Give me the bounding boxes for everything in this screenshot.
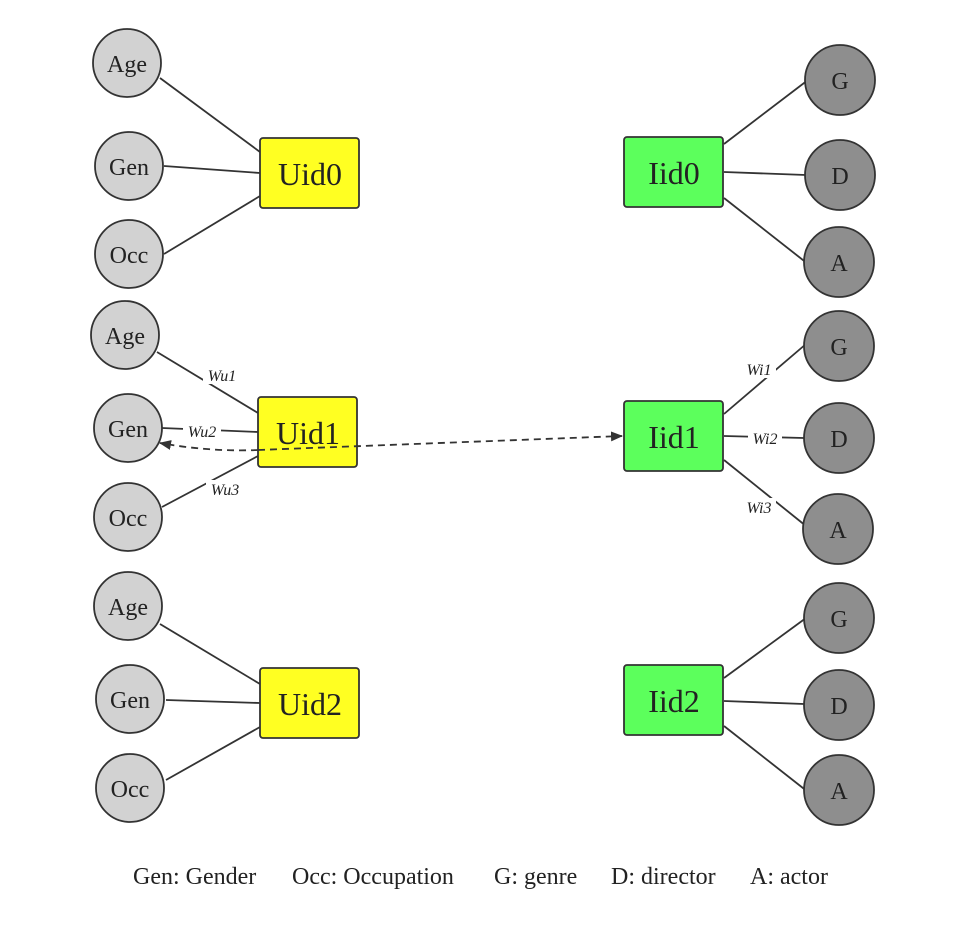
legend-item-director: D: director: [611, 864, 716, 890]
item-attr-label-g: G: [830, 607, 847, 633]
user-attr-label-gen: Gen: [108, 417, 148, 443]
edge-iid1-g: [723, 343, 807, 415]
weight-label-wu1: Wu1: [208, 368, 236, 385]
legend-item-actor: A: actor: [750, 864, 828, 890]
dashed-arrow-to-iid1: [257, 431, 623, 451]
user-attr-node-gen: [93, 393, 163, 463]
user-attr-node-gen: [95, 664, 165, 734]
user-attr-label-gen: Gen: [110, 688, 150, 714]
edge-iid2-a: [723, 725, 809, 793]
edge-iid1-a: [723, 459, 807, 527]
item-attr-label-d: D: [830, 694, 847, 720]
weight-bg-wi3: [742, 498, 776, 516]
item-group-2: G D A Iid2: [623, 582, 875, 826]
item-attr-node-g: [803, 310, 875, 382]
item-attr-label-g: G: [830, 335, 847, 361]
user-attr-node-occ: [94, 219, 164, 289]
item-group-1: Wi1 Wi2 Wi3 G D A Iid1: [623, 310, 875, 565]
user-node-label-uid0: Uid0: [278, 156, 342, 192]
user-node-label-uid1: Uid1: [276, 415, 340, 451]
item-attr-node-d: [804, 139, 876, 211]
user-attr-label-age: Age: [107, 52, 147, 78]
user-attr-node-age: [92, 28, 162, 98]
edge-uid0-age: [159, 77, 261, 153]
user-attr-label-occ: Occ: [111, 777, 150, 803]
user-attr-label-age: Age: [108, 595, 148, 621]
item-attr-label-a: A: [830, 251, 848, 277]
item-attr-node-g: [803, 582, 875, 654]
user-attr-label-gen: Gen: [109, 155, 149, 181]
edge-uid2-age: [159, 623, 261, 685]
item-group-0: G D A Iid0: [623, 44, 876, 298]
item-attr-label-a: A: [829, 518, 847, 544]
dashed-arrow-to-gen: [159, 440, 259, 452]
edge-uid2-gen: [165, 699, 261, 704]
item-attr-node-a: [802, 493, 874, 565]
weight-bg-wu1: [203, 366, 241, 384]
weight-bg-wi1: [742, 360, 776, 378]
item-node-label-iid2: Iid2: [648, 683, 700, 719]
item-attr-label-g: G: [831, 69, 848, 95]
user-node-label-uid2: Uid2: [278, 686, 342, 722]
item-attr-node-a: [803, 754, 875, 826]
user-attr-label-occ: Occ: [109, 506, 148, 532]
item-node-label-iid1: Iid1: [648, 419, 700, 455]
user-attr-node-age: [90, 300, 160, 370]
user-attr-node-occ: [95, 753, 165, 823]
user-group-1: Wu1 Wu2 Wu3 Age Gen Occ Uid1: [90, 300, 358, 552]
user-attr-label-occ: Occ: [110, 243, 149, 269]
item-attr-node-g: [804, 44, 876, 116]
edge-iid0-g: [723, 79, 809, 145]
item-node-iid0: [623, 136, 724, 208]
legend-item-genre: G: genre: [494, 864, 577, 890]
weight-label-wi2: Wi2: [753, 431, 778, 448]
item-attr-label-d: D: [830, 427, 847, 453]
edge-uid0-occ: [163, 195, 261, 255]
user-attr-node-occ: [93, 482, 163, 552]
edge-uid0-gen: [163, 165, 261, 174]
item-attr-node-a: [803, 226, 875, 298]
legend: Gen: Gender Occ: Occupation G: genre D: …: [133, 864, 828, 890]
legend-item-occupation: Occ: Occupation: [292, 864, 454, 890]
item-attr-label-d: D: [831, 164, 848, 190]
weight-label-wi1: Wi1: [747, 362, 772, 379]
item-attr-node-d: [803, 669, 875, 741]
item-node-iid2: [623, 664, 724, 736]
item-node-iid1: [623, 400, 724, 472]
item-attr-node-d: [803, 402, 875, 474]
user-node-uid2: [259, 667, 360, 739]
edge-uid2-occ: [165, 726, 261, 781]
edge-iid2-g: [723, 617, 807, 679]
weight-bg-wi2: [748, 429, 782, 447]
edge-iid0-a: [723, 197, 809, 265]
weight-label-wu2: Wu2: [188, 424, 216, 441]
weight-bg-wu2: [183, 422, 221, 440]
user-attr-node-age: [93, 571, 163, 641]
edge-iid0-d: [723, 171, 807, 176]
user-group-2: Age Gen Occ Uid2: [93, 571, 360, 823]
user-node-uid0: [259, 137, 360, 209]
edge-iid2-d: [723, 700, 805, 705]
legend-item-gender: Gen: Gender: [133, 864, 256, 890]
user-attr-node-gen: [94, 131, 164, 201]
user-attr-label-age: Age: [105, 324, 145, 350]
weight-bg-wu3: [206, 480, 244, 498]
weight-label-wi3: Wi3: [747, 500, 772, 517]
weight-label-wu3: Wu3: [211, 482, 239, 499]
item-node-label-iid0: Iid0: [648, 155, 700, 191]
item-attr-label-a: A: [830, 779, 848, 805]
user-group-0: Age Gen Occ Uid0: [92, 28, 360, 289]
